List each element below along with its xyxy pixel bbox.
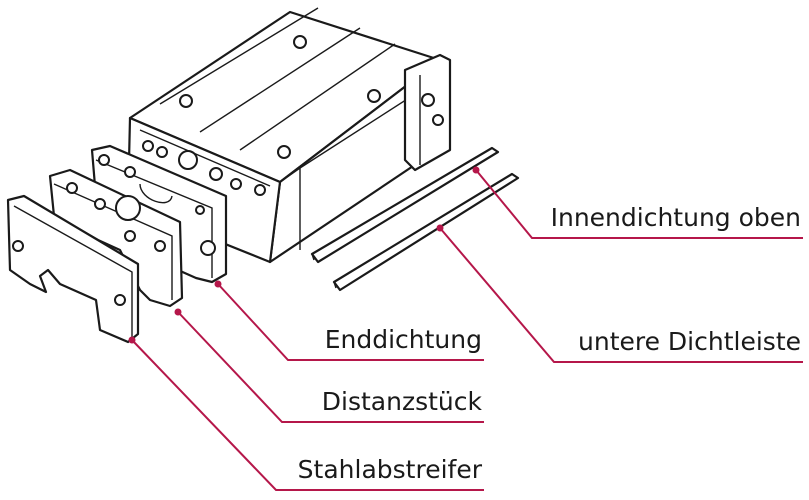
spacer-plate [48, 168, 184, 308]
label-steel-scraper: Stahlabstreifer [298, 455, 483, 484]
leader-lines [131, 169, 803, 491]
leader-end-seal [217, 283, 484, 361]
leader-inner-seal-top [475, 169, 803, 239]
leader-dots [128, 166, 480, 344]
dot-steel-scraper [128, 336, 136, 344]
dot-end-seal [214, 280, 222, 288]
leader-spacer [177, 311, 484, 423]
leader-lower-seal-strip [439, 227, 803, 363]
leader-steel-scraper [131, 339, 484, 491]
steel-scraper-plate [6, 194, 140, 344]
label-lower-seal-strip: untere Dichtleiste [578, 327, 801, 356]
label-spacer: Distanzstück [322, 387, 483, 416]
inner-seal-top-strip [310, 146, 500, 264]
dot-lower-seal-strip [436, 224, 444, 232]
dot-inner-seal-top [472, 166, 480, 174]
label-end-seal: Enddichtung [325, 325, 482, 354]
label-inner-seal-top: Innendichtung oben [551, 203, 801, 232]
dot-spacer [174, 308, 182, 316]
lower-seal-strip [332, 172, 520, 292]
